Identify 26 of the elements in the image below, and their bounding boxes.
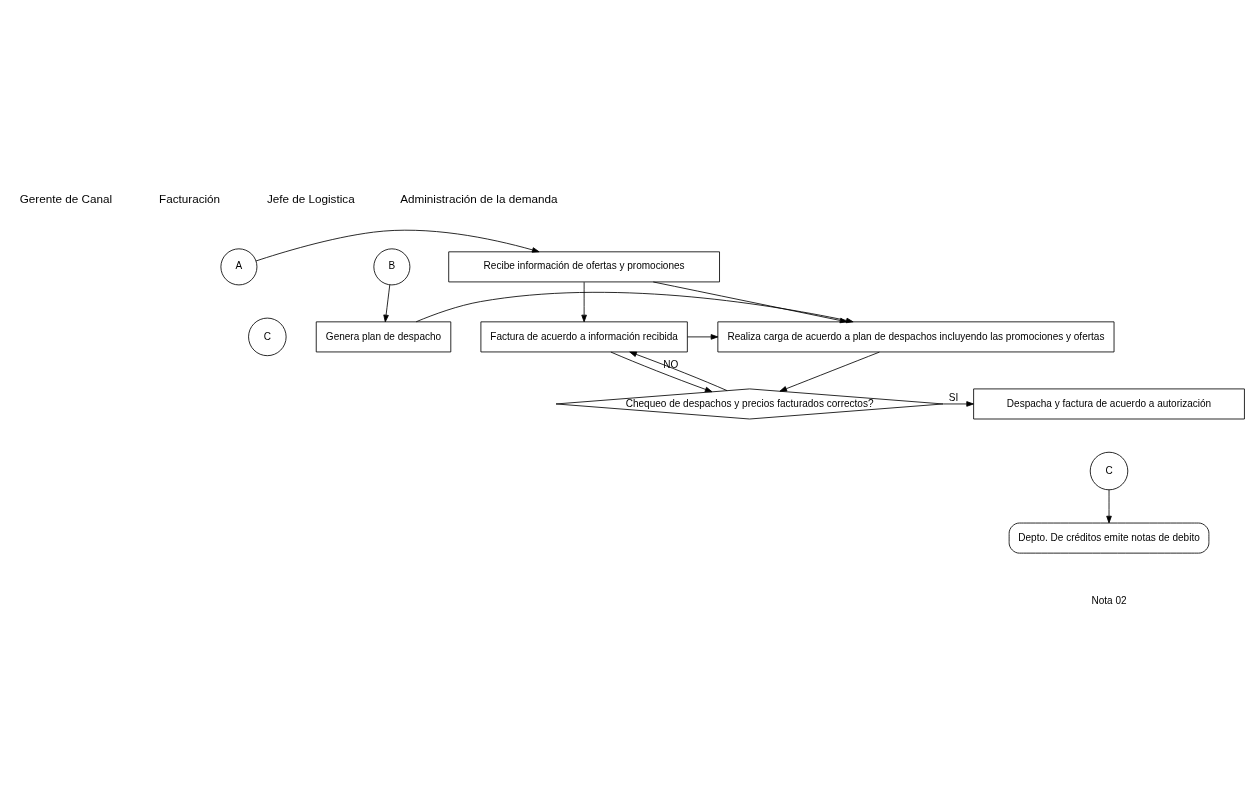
arrow (255, 229, 540, 262)
arrow (629, 351, 728, 392)
label: Administración de la demanda (400, 192, 558, 206)
label: Jefe de Logistica (266, 192, 355, 206)
arrow (779, 351, 880, 392)
node-box: Despacha y factura de acuerdo a autorización (973, 388, 1245, 420)
node-box: Genera plan de despacho (315, 321, 452, 353)
label: Gerente de Canal (19, 192, 113, 206)
arrow (942, 401, 974, 407)
edge-label: SI (948, 392, 959, 404)
edge-label: NO (663, 358, 679, 370)
arrow (687, 334, 719, 340)
node-circle: C (248, 317, 287, 357)
node-circle: A (220, 248, 258, 286)
node-circle: B (373, 248, 411, 286)
node-box: Factura de acuerdo a información recibida (480, 321, 688, 353)
node-box: Recibe información de ofertas y promociones (448, 251, 720, 283)
node-circle: C (1089, 451, 1129, 491)
arrow (1106, 489, 1112, 524)
arrow (383, 284, 391, 323)
node-box: Realiza carga de acuerdo a plan de despachos incluyendo las promociones y ofertas (717, 321, 1115, 353)
label: Facturación (159, 192, 221, 206)
arrow (610, 351, 713, 393)
label: Nota 02 (1091, 595, 1127, 607)
arrow (581, 281, 587, 323)
node-box: Depto. De créditos emite notas de debito (1008, 522, 1210, 554)
